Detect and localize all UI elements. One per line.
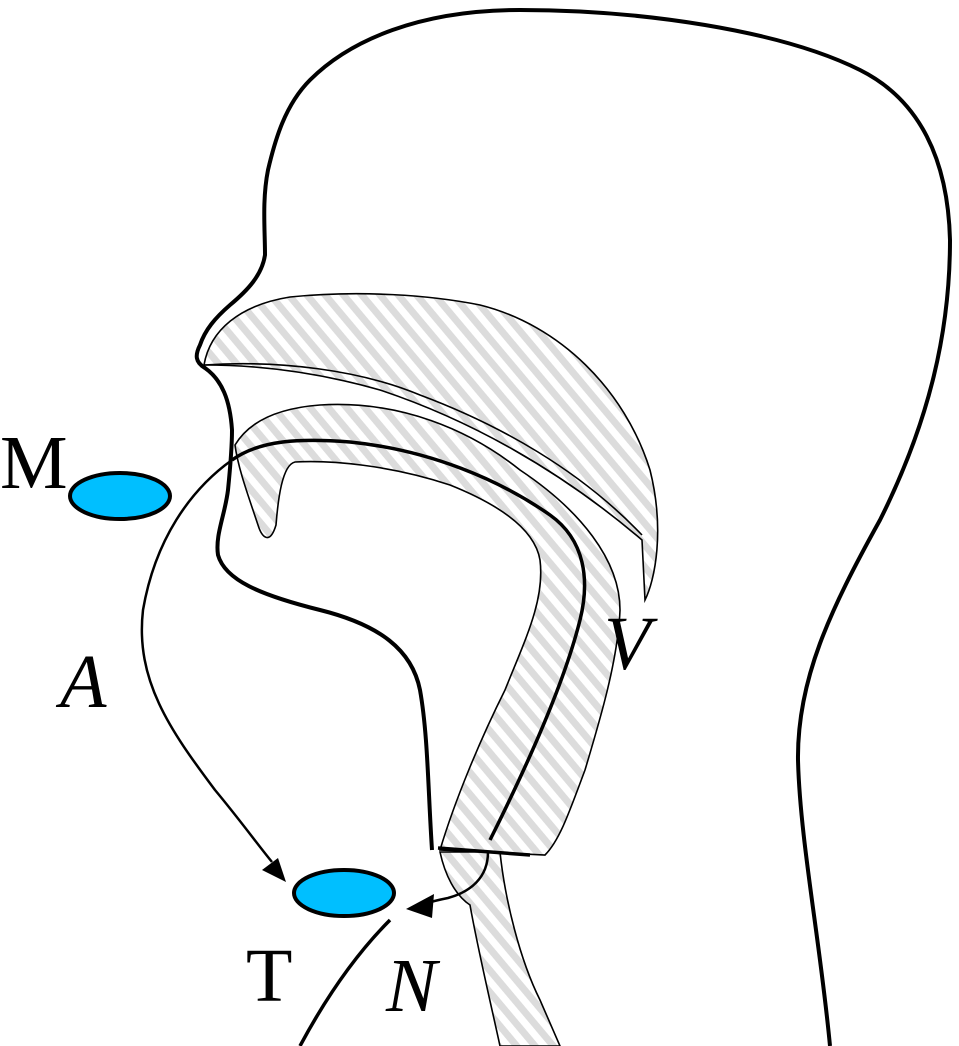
label-v: V [604,606,650,682]
label-m: M [0,425,68,501]
arrow-a-path [142,460,272,862]
label-t: T [246,938,292,1014]
arrow-n-head [406,894,434,918]
neck-line [300,920,390,1046]
label-a: A [60,644,106,720]
label-n: N [386,948,437,1024]
marker-t [294,870,394,916]
marker-m [70,473,170,519]
oesophagus-band [440,852,560,1046]
arrow-a-head [262,858,286,882]
